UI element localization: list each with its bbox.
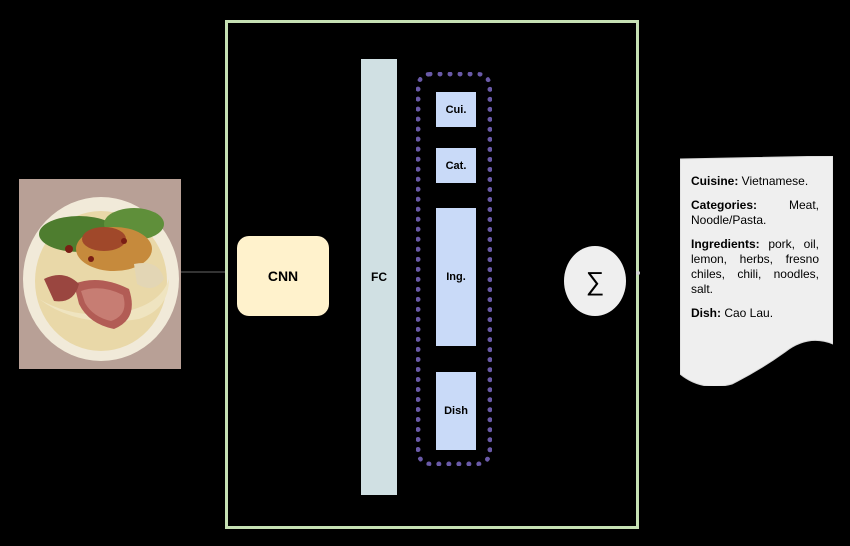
dish-head-label: Dish	[444, 405, 468, 417]
ingredients-line: Ingredients: pork, oil, lemon, herbs, fr…	[691, 237, 819, 297]
dish-line: Dish: Cao Lau.	[691, 306, 819, 321]
heads-group	[416, 72, 492, 466]
ingredients-head-label: Ing.	[446, 271, 466, 283]
ingredients-head: Ing.	[436, 208, 476, 346]
cuisine-head: Cui.	[436, 92, 476, 127]
fc-block: FC	[361, 59, 397, 495]
cuisine-label: Cuisine:	[691, 174, 739, 188]
output-connector-dot	[636, 271, 640, 275]
categories-value: Meat, Noodle/Pasta.	[691, 198, 819, 227]
dish-value: Cao Lau.	[721, 306, 774, 320]
fc-label: FC	[371, 270, 387, 284]
categories-label: Categories:	[691, 198, 758, 212]
output-document: Cuisine: Vietnamese. Categories: Meat, N…	[680, 156, 833, 386]
dish-head: Dish	[436, 372, 476, 450]
summation-icon: ∑	[585, 265, 605, 296]
cuisine-line: Cuisine: Vietnamese.	[691, 174, 819, 189]
cuisine-head-label: Cui.	[445, 103, 467, 116]
cnn-block: CNN	[237, 236, 329, 316]
ingredients-value: pork, oil, lemon, herbs, fresno chiles, …	[691, 237, 819, 296]
cnn-label: CNN	[267, 268, 299, 284]
summation-node: ∑	[564, 246, 626, 316]
cuisine-value: Vietnamese.	[738, 174, 809, 188]
output-text: Cuisine: Vietnamese. Categories: Meat, N…	[691, 174, 819, 330]
document-shape	[680, 156, 833, 386]
input-connector	[181, 271, 227, 273]
category-head: Cat.	[436, 148, 476, 183]
categories-line: Categories: Meat, Noodle/Pasta.	[691, 198, 819, 228]
category-head-label: Cat.	[445, 159, 467, 172]
input-food-photo	[19, 179, 181, 369]
ingredients-label: Ingredients:	[691, 237, 760, 251]
dish-label: Dish:	[691, 306, 721, 320]
